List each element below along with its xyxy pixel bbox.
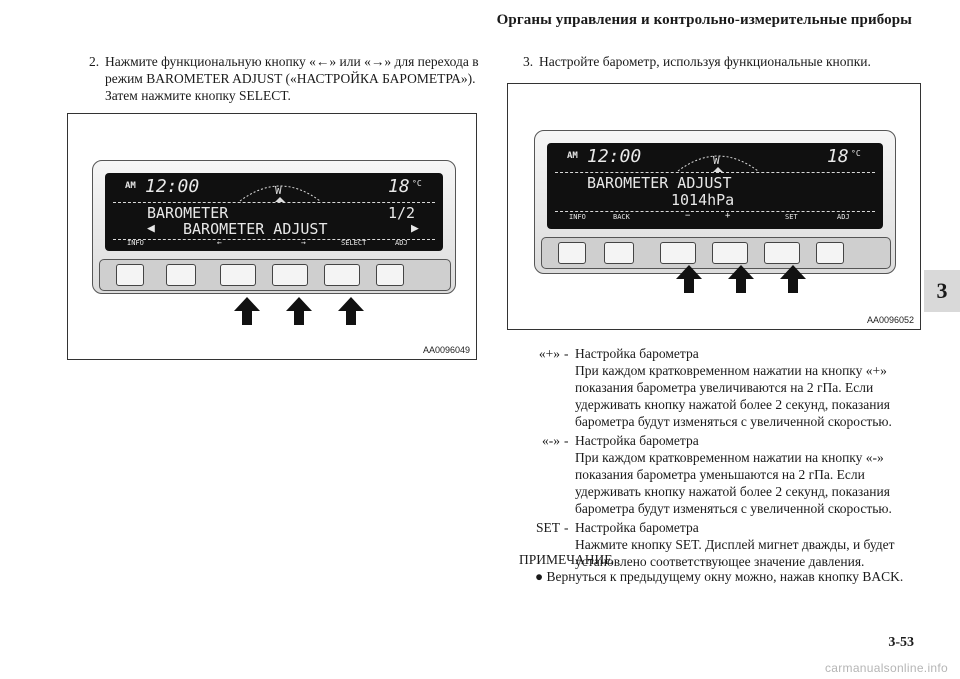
compass-icon: W — [677, 154, 759, 172]
am-indicator: AM — [125, 181, 136, 191]
arrow-up-icon — [286, 297, 312, 325]
am-indicator: AM — [567, 151, 578, 161]
soft-key-label: ADJ — [395, 239, 408, 247]
temperature-unit: °C — [412, 179, 422, 188]
note-title: ПРИМЕЧАНИЕ — [519, 552, 613, 567]
lcd-line-2: 1014hPa — [671, 191, 735, 209]
page-number: 3-53 — [888, 635, 914, 650]
clock-display: 12:00 — [145, 176, 200, 197]
display-unit: AM 12:00 W 18 °C BAROMETER 1/2 ◀ BAROMET… — [92, 160, 456, 294]
lcd-left-arrow: ◀ — [147, 221, 155, 236]
function-button-6[interactable] — [376, 264, 404, 286]
step-text: Нажмите функциональную кнопку «←» или «→… — [105, 54, 479, 103]
function-button-1[interactable] — [558, 242, 586, 264]
temperature-unit: °C — [851, 149, 861, 158]
arrow-up-icon — [234, 297, 260, 325]
soft-key-label: INFO — [127, 239, 144, 247]
definition-plus: «+» - Настройка барометра При каждом кра… — [518, 345, 908, 430]
soft-key-label: → — [301, 238, 306, 247]
button-strip — [99, 259, 451, 291]
divider — [113, 202, 435, 203]
soft-key-label: SELECT — [341, 239, 367, 247]
lcd-right-arrow: ▶ — [411, 221, 419, 236]
clock-display: 12:00 — [587, 146, 642, 167]
function-button-3[interactable] — [660, 242, 696, 264]
step-number: 3. — [523, 54, 534, 69]
divider — [555, 172, 875, 173]
lcd-line-2: BAROMETER ADJUST — [183, 220, 328, 238]
compass-icon: W — [239, 184, 321, 202]
lcd-page-indicator: 1/2 — [388, 204, 416, 222]
note-item: ● Вернуться к предыдущему окну можно, на… — [535, 568, 919, 585]
soft-key-label: SET — [785, 213, 798, 221]
watermark: carmanualsonline.info — [824, 661, 948, 675]
divider — [555, 211, 875, 212]
function-button-2[interactable] — [166, 264, 196, 286]
function-button-5[interactable] — [324, 264, 360, 286]
definition-key: «+» — [538, 346, 560, 361]
soft-key-label: ← — [217, 238, 222, 247]
function-button-5[interactable] — [764, 242, 800, 264]
definition-body: Нажмите кнопку SET. Дисплей мигнет дважд… — [575, 537, 895, 569]
note-block: ПРИМЕЧАНИЕ ● Вернуться к предыдущему окн… — [519, 551, 919, 585]
soft-key-label: ADJ — [837, 213, 850, 221]
lcd-line-1: BAROMETER — [147, 204, 229, 222]
definition-minus: «-» - Настройка барометра При каждом кра… — [518, 432, 908, 517]
temperature-display: 18 — [827, 146, 849, 167]
figure-code: AA0096049 — [422, 345, 470, 355]
step-2: 2. Нажмите функциональную кнопку «←» или… — [89, 53, 479, 104]
note-text: Вернуться к предыдущему окну можно, нажа… — [546, 569, 904, 584]
chapter-tab: 3 — [924, 270, 960, 312]
definition-body: При каждом кратковременном нажатии на кн… — [575, 450, 892, 516]
definition-key: SET — [535, 520, 560, 535]
soft-key-label: − — [685, 211, 691, 221]
bullet-icon: ● — [535, 569, 544, 584]
figure-barometer-adjust: AM 12:00 W 18 °C BAROMETER ADJUST 1014hP… — [507, 83, 921, 330]
figure-code: AA0096052 — [866, 315, 914, 325]
arrow-up-icon — [728, 265, 754, 293]
button-strip — [541, 237, 891, 269]
function-button-6[interactable] — [816, 242, 844, 264]
soft-key-label: INFO — [569, 213, 586, 221]
divider — [113, 239, 435, 240]
lcd-screen: AM 12:00 W 18 °C BAROMETER 1/2 ◀ BAROMET… — [105, 173, 443, 251]
definition-title: Настройка барометра — [575, 520, 699, 535]
step-number: 2. — [89, 54, 100, 69]
soft-key-label: BACK — [613, 213, 630, 221]
function-button-3[interactable] — [220, 264, 256, 286]
definition-separator: - — [564, 346, 569, 361]
function-button-4[interactable] — [712, 242, 748, 264]
step-3: 3. Настройте барометр, используя функцио… — [523, 53, 903, 70]
lcd-line-1: BAROMETER ADJUST — [587, 174, 732, 192]
svg-text:W: W — [275, 184, 282, 197]
button-definitions: «+» - Настройка барометра При каждом кра… — [518, 345, 908, 572]
definition-title: Настройка барометра — [575, 346, 699, 361]
function-button-4[interactable] — [272, 264, 308, 286]
temperature-display: 18 — [388, 176, 410, 197]
function-button-1[interactable] — [116, 264, 144, 286]
function-button-2[interactable] — [604, 242, 634, 264]
definition-title: Настройка барометра — [575, 433, 699, 448]
lcd-screen: AM 12:00 W 18 °C BAROMETER ADJUST 1014hP… — [547, 143, 883, 229]
definition-body: При каждом кратковременном нажатии на кн… — [575, 363, 892, 429]
figure-barometer-menu: AM 12:00 W 18 °C BAROMETER 1/2 ◀ BAROMET… — [67, 113, 477, 360]
display-unit: AM 12:00 W 18 °C BAROMETER ADJUST 1014hP… — [534, 130, 896, 274]
page-header: Органы управления и контрольно-измерител… — [496, 12, 912, 28]
definition-set: SET - Настройка барометра Нажмите кнопку… — [518, 519, 908, 570]
arrow-up-icon — [338, 297, 364, 325]
arrow-up-icon — [780, 265, 806, 293]
svg-text:W: W — [713, 154, 720, 167]
soft-key-label: + — [725, 211, 731, 221]
definition-separator: - — [564, 520, 569, 535]
definition-separator: - — [564, 433, 569, 448]
definition-key: «-» — [542, 433, 560, 448]
step-text: Настройте барометр, используя функционал… — [539, 54, 871, 69]
arrow-up-icon — [676, 265, 702, 293]
